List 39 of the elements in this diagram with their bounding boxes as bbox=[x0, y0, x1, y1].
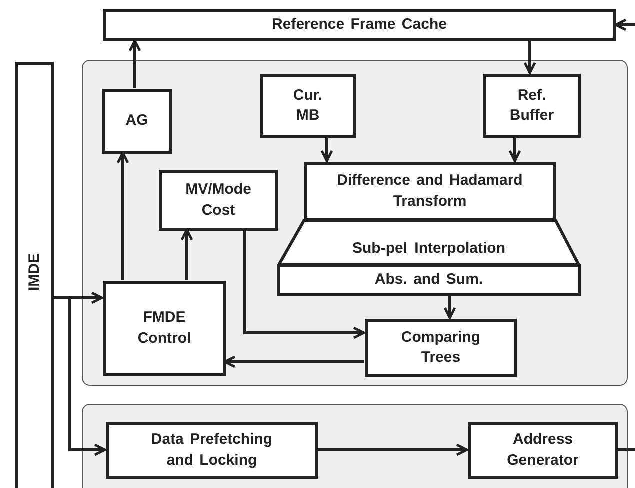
process-box bbox=[103, 9, 616, 41]
process-box bbox=[260, 74, 356, 138]
process-box bbox=[103, 281, 226, 376]
process-box bbox=[365, 319, 517, 377]
block-label: IMDE bbox=[24, 252, 44, 293]
block-label: MV/Mode Cost bbox=[184, 180, 252, 220]
block-label: Difference and Hadamard Transform bbox=[336, 171, 524, 212]
arrow bbox=[244, 230, 366, 340]
arrow bbox=[54, 296, 106, 456]
block-label: FMDE Control bbox=[136, 308, 192, 348]
arrow bbox=[444, 295, 456, 320]
block-label: Comparing Trees bbox=[400, 328, 482, 368]
arrow bbox=[320, 137, 334, 162]
process-box bbox=[304, 162, 556, 221]
arrow bbox=[116, 152, 130, 280]
arrow bbox=[524, 41, 536, 74]
block-label: Data Prefetching and Locking bbox=[150, 430, 274, 470]
block-label: Address Generator bbox=[506, 430, 580, 470]
process-box bbox=[277, 264, 581, 296]
process-box bbox=[102, 89, 172, 154]
arrow bbox=[180, 228, 194, 280]
block-label: Sub-pel Interpolation bbox=[352, 238, 506, 258]
process-box bbox=[159, 170, 278, 231]
process-box bbox=[106, 422, 318, 479]
module-panel bbox=[82, 60, 628, 386]
arrow bbox=[224, 356, 364, 368]
module-bar bbox=[15, 62, 54, 488]
process-box bbox=[468, 422, 618, 479]
block-label: Ref. Buffer bbox=[508, 86, 556, 126]
module-panel bbox=[82, 404, 628, 488]
arrow bbox=[614, 18, 635, 32]
block-label: AG bbox=[126, 111, 148, 132]
arrow bbox=[128, 40, 142, 88]
process-box bbox=[483, 74, 581, 138]
block-label: Cur. MB bbox=[292, 86, 324, 126]
block-label: Abs. and Sum. bbox=[374, 270, 484, 290]
arrow bbox=[317, 444, 468, 456]
block-label: Reference Frame Cache bbox=[272, 14, 447, 35]
arrow bbox=[508, 137, 522, 162]
